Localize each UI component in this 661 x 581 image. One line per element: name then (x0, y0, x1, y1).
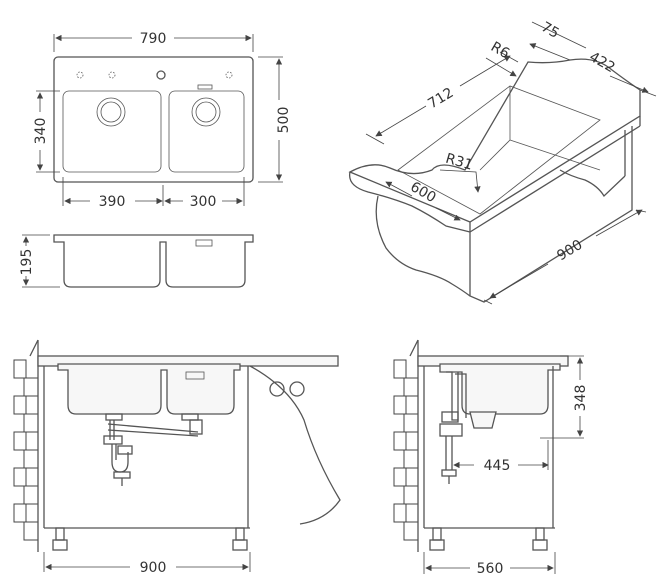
dim-width-790: 790 (140, 31, 167, 47)
top-view-left-bowl (62, 90, 162, 173)
side-installation-view: 348 445 560 (393, 339, 589, 577)
dim-side-height-348: 348 (573, 385, 589, 412)
dim-front-cabinet-900: 900 (140, 560, 167, 576)
dim-side-cabinet-560: 560 (477, 561, 504, 577)
top-view: 790 500 340 390 300 (33, 31, 292, 210)
top-view-outline (53, 56, 254, 183)
tap-hole-icon (76, 71, 84, 79)
side-brick-wall (393, 339, 419, 552)
wall-outlet-icon (269, 381, 285, 397)
front-drain-pipes (103, 413, 203, 486)
dim-depth-195: 195 (19, 249, 35, 276)
left-drain-icon (96, 97, 126, 127)
iso-sink-opening (397, 85, 601, 215)
side-drain-pipes (439, 371, 497, 484)
front-installation-view: 900 (13, 339, 341, 576)
dim-cabinet-900: 900 (554, 237, 585, 264)
dim-inner-340: 340 (33, 118, 49, 145)
iso-view: 712 422 75 R6 R31 600 900 (348, 19, 657, 305)
side-view-profile (53, 234, 254, 288)
dim-width-422: 422 (586, 49, 617, 76)
side-view: 195 (19, 234, 254, 288)
dim-corner-radius-r6: R6 (488, 39, 512, 62)
front-brick-wall (13, 339, 39, 552)
dim-bowl-radius-r31: R31 (444, 151, 475, 174)
dim-height-500: 500 (276, 107, 292, 134)
dim-side-offset-445: 445 (484, 458, 511, 474)
dim-length-712: 712 (425, 85, 456, 112)
dim-bowl-left-390: 390 (99, 194, 126, 210)
dim-bowl-right-300: 300 (190, 194, 217, 210)
right-drain-icon (191, 97, 221, 127)
iso-cabinet (469, 126, 633, 303)
top-view-right-bowl (168, 90, 245, 173)
dim-edge-75: 75 (538, 19, 561, 42)
side-sink-profile (439, 363, 561, 415)
iso-countertop (348, 58, 641, 223)
front-sink-bowls (57, 363, 241, 415)
